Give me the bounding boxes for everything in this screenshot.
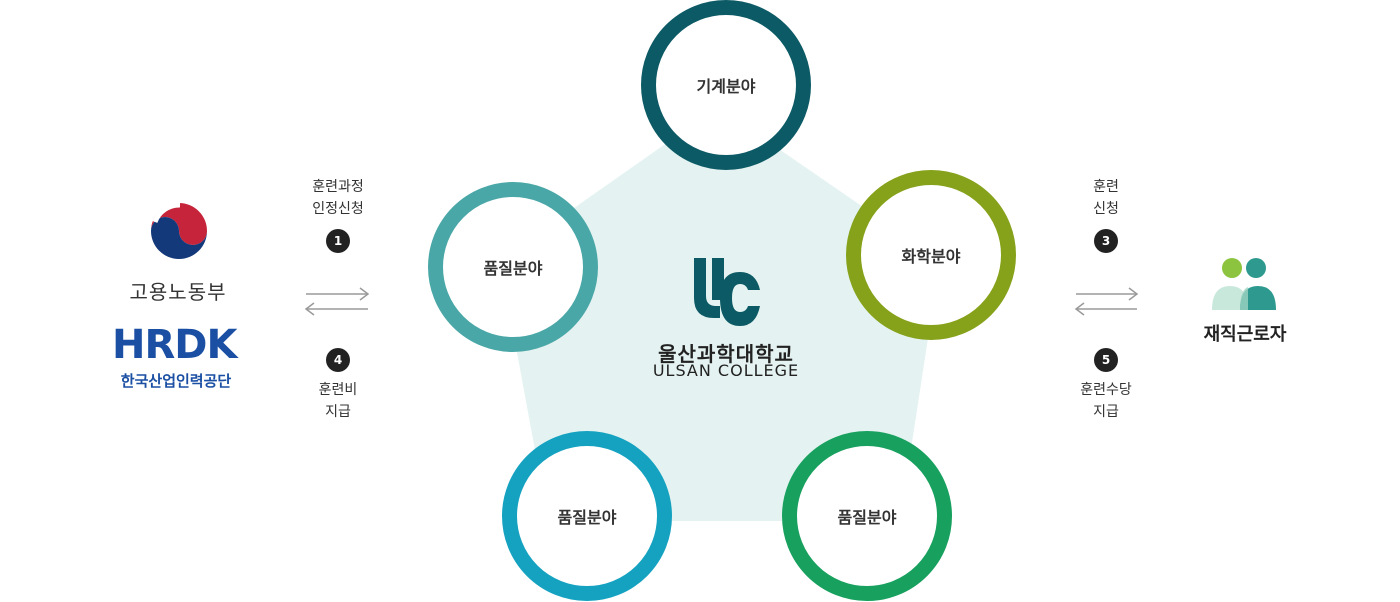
field-ring-quality-bottom-left: 품질분야: [502, 431, 672, 601]
left-exchange-arrows: [304, 287, 370, 316]
field-label-machinery: 기계분야: [696, 77, 756, 96]
workers-label: 재직근로자: [1203, 324, 1287, 345]
field-label-quality-left: 품질분야: [483, 259, 543, 278]
step5-line1: 훈련수당: [1080, 382, 1132, 398]
ministry-name: 고용노동부: [129, 280, 227, 304]
people-icon: [1212, 258, 1276, 310]
step4-text: 훈련비 지급: [288, 379, 388, 423]
workers-icon: [1210, 256, 1280, 312]
uc-logo-icon: [694, 258, 760, 326]
field-ring-quality-left: 품질분야: [428, 182, 598, 352]
field-ring-machinery: 기계분야: [641, 0, 811, 170]
step1-line2: 인정신청: [312, 201, 364, 217]
step5-line2: 지급: [1093, 404, 1119, 420]
step5-text: 훈련수당 지급: [1056, 379, 1156, 423]
step4-badge: 4: [326, 348, 350, 372]
step1-text: 훈련과정 인정신청: [288, 176, 388, 220]
step1-line1: 훈련과정: [312, 179, 364, 195]
field-label-quality-bottom-right: 품질분야: [837, 508, 897, 527]
step4-line1: 훈련비: [318, 382, 358, 398]
ministry-emblem: [146, 198, 212, 264]
college-logo: [690, 256, 762, 328]
step1-badge: 1: [326, 229, 350, 253]
step5-badge: 5: [1094, 348, 1118, 372]
field-ring-chemistry: 화학분야: [846, 170, 1016, 340]
step3-line2: 신청: [1093, 201, 1119, 217]
step3-text: 훈련 신청: [1056, 176, 1156, 220]
taegeuk-icon: [147, 199, 211, 263]
hrdk-logo: HRDK: [112, 322, 237, 368]
field-label-chemistry: 화학분야: [901, 247, 961, 266]
college-name: 울산과학대학교: [658, 342, 794, 366]
step3-badge: 3: [1094, 229, 1118, 253]
right-exchange-arrows: [1074, 287, 1139, 316]
college-english-name: ULSAN COLLEGE: [652, 361, 800, 380]
step3-line1: 훈련: [1093, 179, 1119, 195]
field-label-quality-bottom-left: 품질분야: [557, 508, 617, 527]
step4-line2: 지급: [325, 404, 351, 420]
field-ring-quality-bottom-right: 품질분야: [782, 431, 952, 601]
hrdk-name: 한국산업인력공단: [120, 372, 232, 390]
